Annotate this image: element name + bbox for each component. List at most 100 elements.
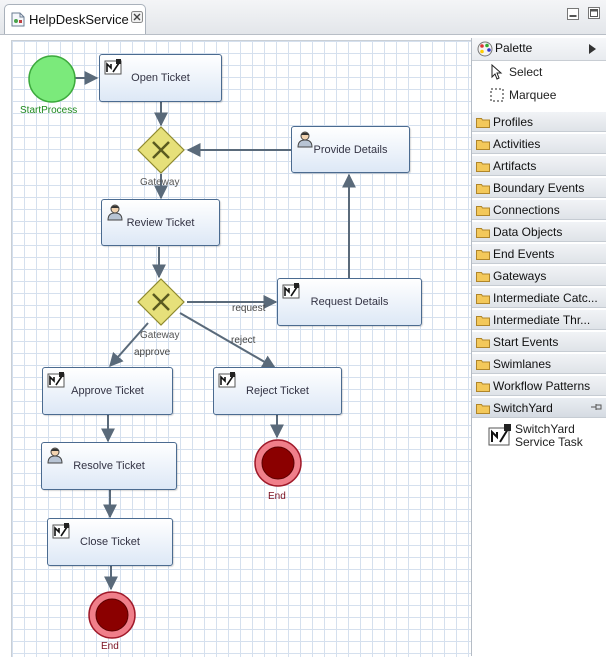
gateway-1[interactable] [137,126,185,174]
folder-icon [476,382,490,392]
flow-gateway2-to-reject [179,312,277,369]
folder-icon [476,360,490,370]
task-open-ticket[interactable]: Open Ticket [99,54,222,102]
task-reject-ticket[interactable]: Reject Ticket [213,367,342,415]
drawer-label: Activities [493,137,541,151]
flow-label-reject: reject [231,335,256,346]
drawer-label: Intermediate Catc... [493,291,598,305]
drawer-label: Connections [493,203,560,217]
end-event-reject-label: End [268,491,286,502]
drawer-label: SwitchYard [493,401,553,415]
task-close-ticket[interactable]: Close Ticket [47,518,173,566]
switchyard-service-task-icon [488,424,511,446]
drawer-label: Swimlanes [493,357,552,371]
drawer-label: Profiles [493,115,534,129]
drawer-data-objects[interactable]: Data Objects [472,221,606,242]
process-file-icon [11,12,25,27]
drawer-workflow-patterns[interactable]: Workflow Patterns [472,375,606,396]
triangle-right-icon[interactable] [587,42,597,56]
drawer-end-events[interactable]: End Events [472,243,606,264]
drawer-swimlanes[interactable]: Swimlanes [472,353,606,374]
folder-icon [476,162,490,172]
folder-icon [476,404,490,414]
folder-icon [476,118,490,128]
drawer-label: End Events [493,247,555,261]
task-request-details[interactable]: Request Details [277,278,422,326]
folder-icon [476,184,490,194]
drawer-label: Artifacts [493,159,537,173]
task-label: Open Ticket [131,72,190,84]
editor-tab-title: HelpDeskService [29,12,129,27]
drawer-gateways[interactable]: Gateways [472,265,606,286]
task-label: Provide Details [313,143,388,156]
user-task-icon [107,204,123,221]
pin-icon[interactable] [590,402,602,412]
user-task-icon [47,447,63,464]
folder-icon [476,338,490,348]
drawer-label: Workflow Patterns [493,379,591,393]
palette-title: Palette [495,41,533,55]
drawer-intermediate-thr[interactable]: Intermediate Thr... [472,309,606,330]
folder-icon [476,272,490,282]
tool-label: Select [509,65,543,79]
drawer-artifacts[interactable]: Artifacts [472,155,606,176]
drawer-profiles[interactable]: Profiles [472,111,606,132]
flow-label-request: request [232,303,266,314]
end-event-close[interactable] [87,590,137,640]
task-label: Review Ticket [126,216,195,229]
switchyard-entry-line1: SwitchYard [515,422,575,436]
folder-icon [476,228,490,238]
task-label: Close Ticket [80,536,140,548]
drawer-label: Data Objects [493,225,563,239]
marquee-icon [490,88,504,102]
drawer-start-events[interactable]: Start Events [472,331,606,352]
start-event-label: StartProcess [20,105,78,116]
task-approve-ticket[interactable]: Approve Ticket [42,367,173,415]
arrow-pointer-icon [491,64,503,80]
end-event-close-label: End [101,641,119,652]
flow-gateway2-to-approve [109,322,149,368]
drawer-intermediate-catc[interactable]: Intermediate Catc... [472,287,606,308]
end-event-reject[interactable] [253,438,303,488]
tool-select[interactable]: Select [472,61,606,83]
minimize-icon[interactable] [567,8,579,20]
gateway-2[interactable] [137,278,185,326]
sequence-flows [75,71,356,591]
drawer-boundary-events[interactable]: Boundary Events [472,177,606,198]
service-task-icon [282,283,300,299]
tool-marquee[interactable]: Marquee [472,84,606,106]
drawer-label: Boundary Events [493,181,585,195]
user-task-icon [297,131,313,148]
switchyard-entry-line2: Service Task [515,435,583,449]
task-label: Approve Ticket [71,385,144,397]
service-task-icon [218,372,236,388]
maximize-icon[interactable] [588,7,600,19]
service-task-icon [104,59,122,75]
folder-icon [476,294,490,304]
diagram-canvas[interactable]: StartProcess Open Ticket Gateway Provide… [11,40,472,657]
task-label: Request Details [310,296,389,308]
drawer-label: Gateways [493,269,547,283]
task-label: Resolve Ticket [73,460,145,472]
palette-icon [477,41,493,57]
drawer-activities[interactable]: Activities [472,133,606,154]
folder-icon [476,316,490,326]
task-label: Reject Ticket [246,385,309,397]
tool-label: Marquee [509,88,557,102]
switchyard-service-task-tool[interactable]: SwitchYard Service Task [486,422,604,456]
service-task-icon [52,523,70,539]
drawer-connections[interactable]: Connections [472,199,606,220]
task-resolve-ticket[interactable]: Resolve Ticket [41,442,177,490]
editor-tab[interactable]: HelpDeskService [4,4,146,34]
gateway-1-label: Gateway [140,177,180,188]
drawer-switchyard[interactable]: SwitchYard [472,397,606,418]
flow-label-approve: approve [134,347,171,358]
editor-tab-bar: HelpDeskService [0,0,606,35]
task-review-ticket[interactable]: Review Ticket [101,199,220,246]
start-event[interactable] [27,54,77,104]
close-icon[interactable] [131,11,143,23]
folder-icon [476,140,490,150]
drawer-label: Intermediate Thr... [493,313,591,327]
task-provide-details[interactable]: Provide Details [291,126,410,173]
